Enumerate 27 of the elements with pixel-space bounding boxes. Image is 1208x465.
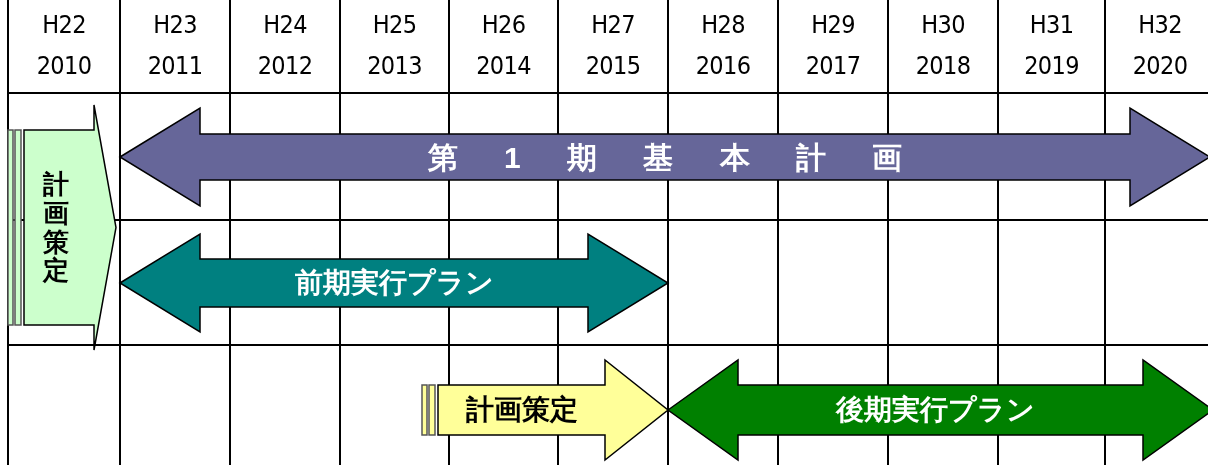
band-label: 計画策定 [464, 393, 579, 427]
year-label: H28 [700, 12, 746, 37]
year-label: H27 [590, 12, 636, 37]
year-label: H31 [1028, 12, 1075, 37]
year-label: 2010 [35, 53, 93, 78]
year-label: H26 [480, 12, 527, 37]
year-label: 2015 [584, 53, 642, 78]
year-label: 2011 [146, 53, 204, 78]
year-label: 2018 [914, 53, 972, 78]
year-label: H29 [810, 12, 856, 37]
year-label: H23 [152, 12, 198, 37]
year-label: 2017 [804, 53, 862, 78]
band-label: 前期実行プラン [293, 266, 495, 300]
year-label: H25 [371, 12, 418, 37]
year-label: 2019 [1023, 53, 1080, 78]
year-label: H24 [262, 12, 308, 37]
year-label: 2013 [366, 53, 423, 78]
year-label: H32 [1137, 12, 1183, 37]
year-label: 2020 [1131, 53, 1189, 78]
band-label: 後期実行プラン [834, 393, 1036, 427]
year-label: 2016 [694, 53, 752, 78]
band-label: 計画策定 [41, 168, 70, 288]
year-label: 2012 [256, 53, 314, 78]
year-label: H22 [41, 12, 87, 37]
band-label: 第 1 期 基 本 計 画 [426, 139, 904, 176]
year-label: 2014 [475, 53, 532, 78]
year-label: H30 [920, 12, 966, 37]
